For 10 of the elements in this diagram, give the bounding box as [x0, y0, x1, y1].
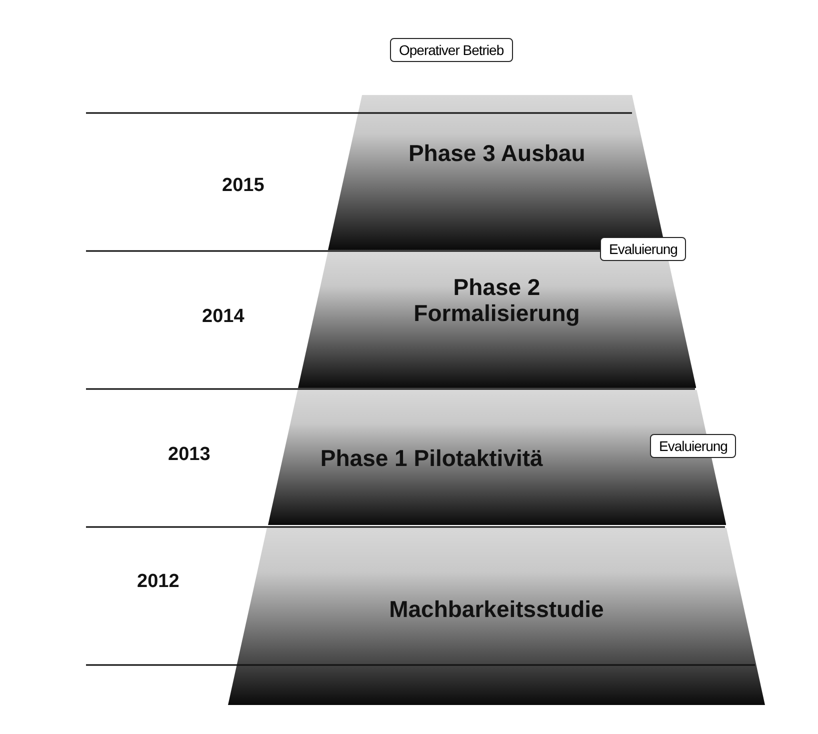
label-box: Evaluierung	[600, 237, 686, 261]
phase-label: Machbarkeitsstudie	[388, 596, 605, 622]
year-label: 2014	[202, 306, 244, 328]
year-label: 2012	[137, 571, 180, 593]
year-label: 2015	[222, 175, 264, 197]
label-box: Operativer Betrieb	[390, 38, 513, 62]
phase-label: Phase 2 Formalisierung	[412, 274, 581, 326]
year-label: 2013	[168, 444, 210, 466]
phase-label: Phase 3 Ausbau	[407, 140, 586, 166]
label-box: Evaluierung	[650, 434, 736, 458]
